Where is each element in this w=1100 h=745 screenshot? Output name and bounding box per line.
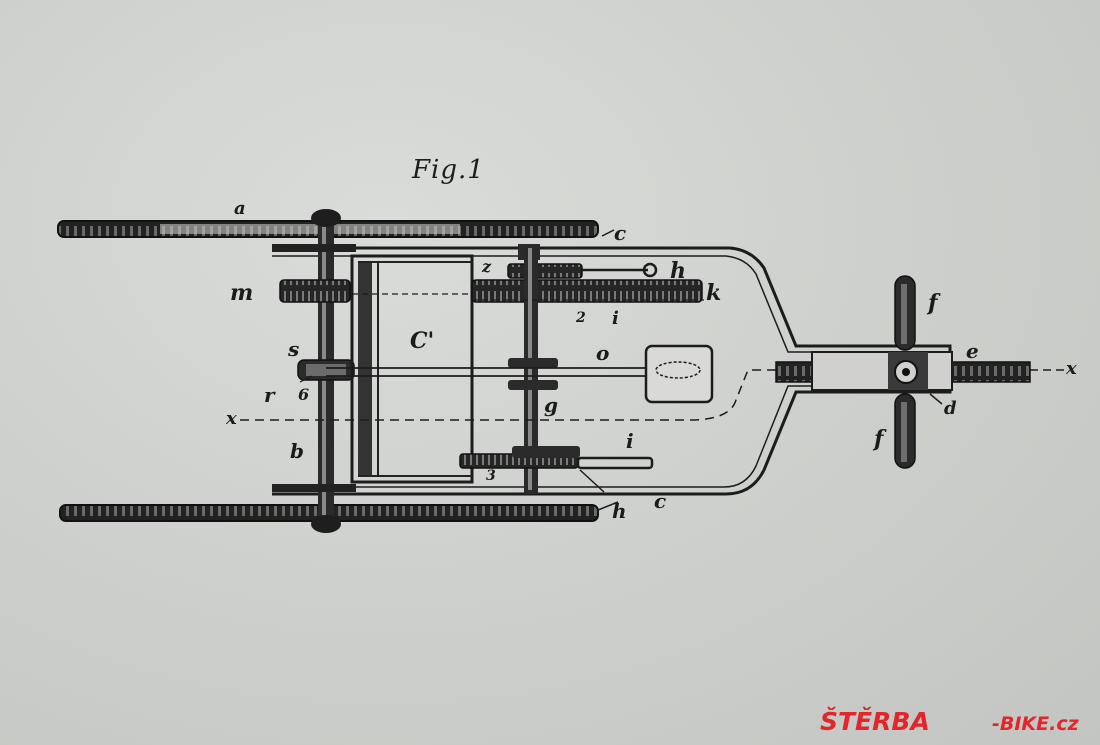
steering-post bbox=[775, 351, 1031, 391]
label-i-bottom: i bbox=[626, 429, 634, 453]
valve-plate bbox=[644, 344, 714, 404]
label-k: k bbox=[706, 280, 721, 306]
label-a: a bbox=[234, 198, 246, 219]
label-c-prime: C' bbox=[410, 328, 434, 354]
label-d: d bbox=[944, 398, 957, 419]
section-line-x bbox=[240, 369, 790, 421]
handle-bar bbox=[894, 275, 916, 469]
label-b: b bbox=[290, 439, 304, 463]
label-three: 3 bbox=[486, 468, 496, 484]
label-x-left: x bbox=[225, 408, 237, 429]
label-h-top: h bbox=[670, 258, 686, 284]
label-two: 2 bbox=[575, 310, 586, 326]
label-m: m bbox=[230, 280, 253, 306]
watermark: ŠTĚRBA -BIKE.cz bbox=[820, 706, 1080, 736]
upper-gear-train bbox=[471, 244, 703, 303]
countershaft bbox=[508, 244, 558, 494]
label-f-top: f bbox=[926, 290, 941, 316]
watermark-brand: ŠTĚRBA bbox=[820, 706, 930, 736]
lower-gear-train bbox=[459, 446, 654, 493]
label-f-bottom: f bbox=[872, 426, 887, 452]
label-g: g bbox=[544, 393, 558, 417]
label-c-top: c bbox=[614, 221, 626, 245]
label-e: e bbox=[966, 339, 979, 363]
label-o: o bbox=[596, 341, 609, 365]
label-i-top: i bbox=[612, 308, 619, 329]
chamber-c-prime bbox=[350, 254, 474, 484]
label-c-bottom: c bbox=[654, 489, 666, 513]
dashed-line-upper bbox=[352, 293, 704, 301]
label-h-bottom: h bbox=[612, 499, 627, 523]
belt-o bbox=[326, 367, 660, 377]
watermark-suffix: -BIKE.cz bbox=[992, 713, 1080, 735]
label-six: 6 bbox=[298, 385, 309, 404]
gear-m bbox=[279, 279, 351, 303]
label-r: r bbox=[264, 383, 276, 407]
figure-title: Fig.1 bbox=[411, 155, 485, 185]
label-x-right: x bbox=[1065, 358, 1077, 379]
label-z: z bbox=[481, 257, 492, 276]
label-s: s bbox=[287, 337, 299, 361]
